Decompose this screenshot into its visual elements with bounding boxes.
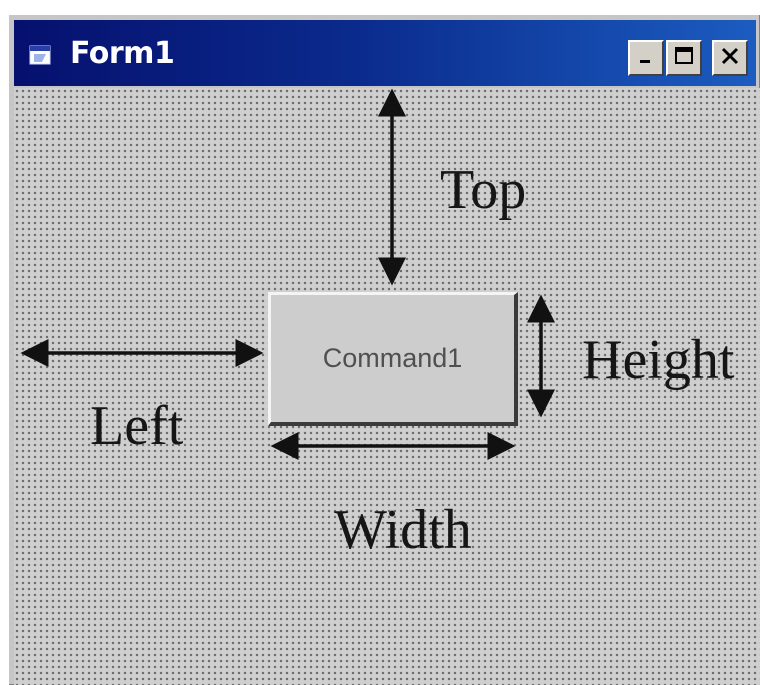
- width-label: Width: [334, 499, 472, 561]
- maximize-icon: [673, 45, 695, 72]
- form-app-icon[interactable]: [28, 42, 54, 68]
- height-label: Height: [582, 329, 735, 391]
- command1-button[interactable]: Command1: [268, 292, 518, 426]
- maximize-button[interactable]: [666, 40, 702, 76]
- close-icon: [719, 45, 741, 72]
- window-title: Form1: [70, 36, 175, 71]
- top-label: Top: [440, 159, 527, 221]
- title-bar[interactable]: Form1: [14, 20, 756, 86]
- minimize-button[interactable]: [628, 40, 664, 76]
- close-button[interactable]: [712, 40, 748, 76]
- left-label: Left: [90, 395, 184, 457]
- minimize-icon: [636, 46, 656, 71]
